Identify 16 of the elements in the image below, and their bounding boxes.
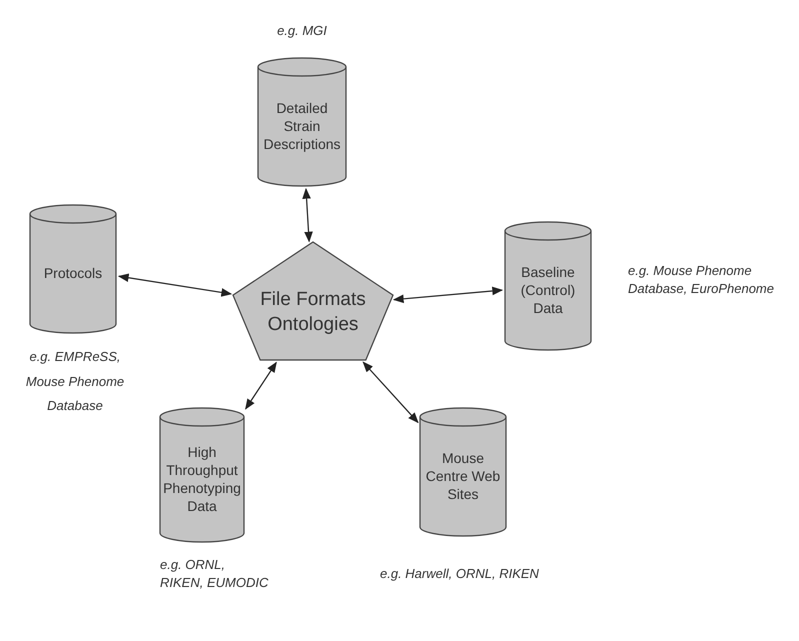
double-arrow (118, 274, 232, 297)
node-label: File Formats Ontologies (259, 288, 367, 337)
double-arrow (245, 362, 277, 410)
node-label: High Throughput Phenotyping Data (163, 442, 241, 516)
example-note: e.g. Mouse Phenome Database, EuroPhenome (628, 262, 775, 298)
double-arrow (392, 286, 504, 304)
double-arrow (302, 188, 313, 243)
example-note: e.g. Harwell, ORNL, RIKEN (380, 565, 540, 583)
node-label: Protocols (44, 264, 102, 282)
double-arrow (362, 361, 419, 424)
node-label: Mouse Centre Web Sites (424, 448, 502, 504)
node-label: Baseline (Control) Data (520, 262, 576, 318)
example-note: e.g. ORNL, RIKEN, EUMODIC (160, 556, 270, 592)
node-label: Detailed Strain Descriptions (262, 98, 342, 154)
example-note: e.g. EMPReSS, Mouse Phenome Database (24, 348, 126, 416)
example-note: e.g. MGI (276, 22, 328, 40)
